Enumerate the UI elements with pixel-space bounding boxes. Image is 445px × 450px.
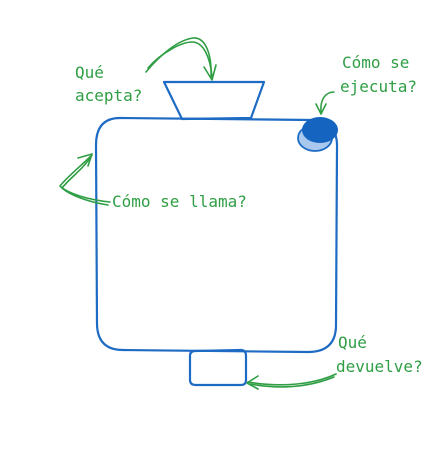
arrow-como-se-llama [59,153,111,206]
label-que-devuelve-line2: devuelve? [336,357,423,376]
label-que-devuelve-line1: Qué [338,333,367,352]
arrow-que-devuelve [246,373,337,390]
label-como-se-ejecuta-line1: Cómo se [342,53,409,72]
label-que-acepta-line2: acepta? [75,86,142,105]
label-como-se-llama: Cómo se llama? [112,192,247,211]
label-que-acepta-line1: Qué [75,63,104,82]
arrow-que-acepta [145,37,217,81]
arrow-como-se-ejecuta [315,91,335,115]
machine-body [94,116,339,354]
input-hopper [162,80,266,121]
label-como-se-ejecuta-line2: ejecuta? [340,77,417,96]
run-button [302,117,338,143]
output-tray [188,348,248,387]
